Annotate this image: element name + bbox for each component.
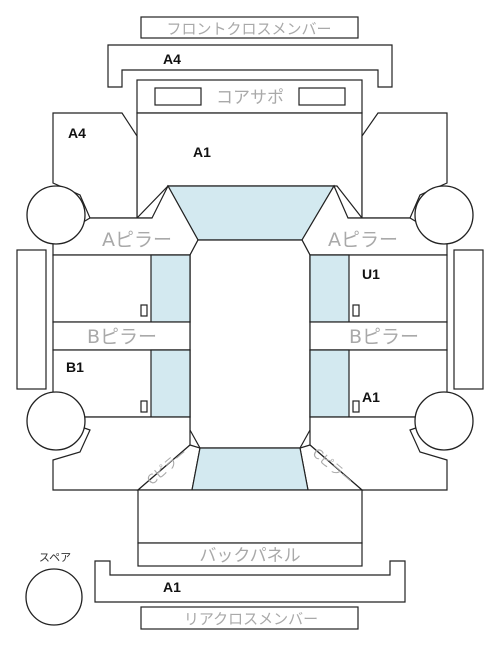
headlight-right [298, 87, 346, 106]
b-pillar-left-label: Bピラー [87, 326, 157, 348]
trunk-lid[interactable] [137, 489, 363, 544]
rear-cross-member-label: リアクロスメンバー [184, 610, 318, 628]
right-front-door-code: U1 [362, 266, 380, 282]
left-rear-window[interactable] [150, 349, 191, 418]
left-front-fender-code: A4 [68, 125, 86, 141]
rear-cross-member-code: A1 [163, 579, 181, 595]
rear-cross-member[interactable] [94, 560, 406, 603]
right-rear-door-handle [352, 400, 360, 413]
left-front-window[interactable] [150, 254, 191, 323]
right-front-door-handle [352, 304, 360, 317]
left-rear-door-code: B1 [66, 359, 84, 375]
rear-window[interactable] [191, 447, 309, 491]
left-side-sill[interactable] [16, 249, 47, 390]
headlight-left [154, 87, 202, 106]
b-pillar-left[interactable] [52, 321, 191, 351]
right-rear-quarter[interactable] [309, 416, 448, 491]
back-panel-label: バックパネル [199, 546, 300, 566]
left-rear-quarter[interactable] [52, 416, 191, 491]
b-pillar-right[interactable] [309, 321, 448, 351]
a-pillar-right-label: Aピラー [328, 229, 398, 251]
rear-cross-member-box[interactable] [140, 606, 359, 630]
right-rear-window[interactable] [309, 349, 350, 418]
front-cross-member-code: A4 [163, 51, 181, 67]
spare-label: スペア [39, 551, 71, 564]
core-support-label: コアサポ [216, 88, 284, 108]
a-pillar-left-label: Aピラー [102, 229, 172, 251]
spare-tire[interactable] [25, 568, 83, 626]
back-panel[interactable] [137, 542, 363, 567]
b-pillar-right-label: Bピラー [349, 326, 419, 348]
rear-left-tire[interactable] [26, 391, 86, 451]
hood-code: A1 [193, 144, 211, 160]
front-cross-member[interactable] [107, 44, 393, 88]
left-rear-door-handle [140, 400, 148, 413]
right-front-window[interactable] [309, 254, 350, 323]
front-left-tire[interactable] [26, 185, 86, 245]
roof[interactable] [189, 239, 311, 449]
front-cross-member-box[interactable] [140, 16, 359, 39]
front-cross-member-label: フロントクロスメンバー [166, 20, 331, 38]
left-front-door-handle [140, 304, 148, 317]
front-right-tire[interactable] [414, 185, 474, 245]
right-rear-door-code: A1 [362, 389, 380, 405]
rear-right-tire[interactable] [414, 391, 474, 451]
right-side-sill[interactable] [453, 249, 484, 390]
